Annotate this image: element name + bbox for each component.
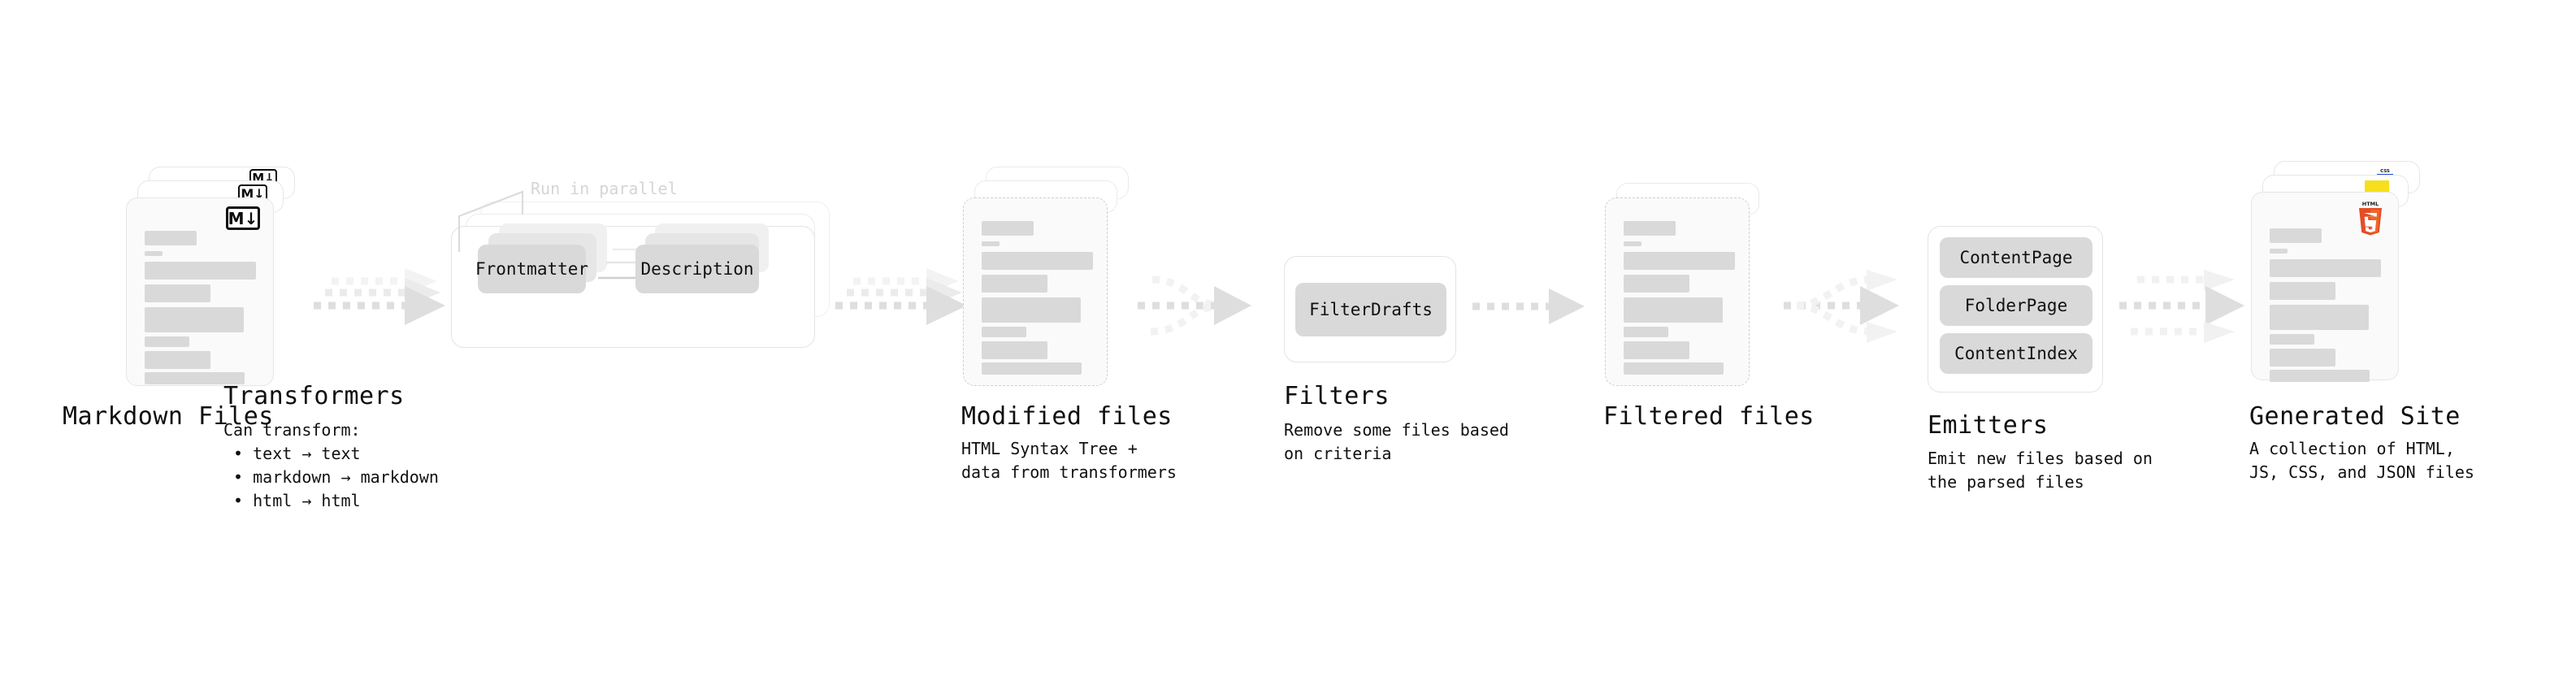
- stage-title-modified-files: Modified files: [961, 402, 1173, 431]
- skeleton-bar: [145, 307, 244, 332]
- connector-modified-to-filters: [1130, 268, 1284, 349]
- connector-filters-to-filtered: [1469, 287, 1599, 336]
- filter-pill-filterdrafts[interactable]: FilterDrafts: [1295, 283, 1446, 336]
- stage-title-filters: Filters: [1284, 382, 1390, 410]
- skeleton-bar: [2270, 370, 2370, 382]
- emitter-pill-folderpage[interactable]: FolderPage: [1940, 285, 2092, 326]
- skeleton-bar: [1624, 241, 1641, 246]
- transformer-pill-description[interactable]: Description: [635, 245, 759, 293]
- stage-title-transformers: Transformers: [223, 382, 405, 410]
- skeleton-bar: [1624, 362, 1724, 375]
- filtered-card-stack: [1605, 183, 1776, 402]
- skeleton-bar: [145, 336, 189, 347]
- connector-emitters-to-site: [2113, 268, 2259, 349]
- skeleton-bar: [1624, 341, 1689, 359]
- skeleton-bar: [145, 351, 210, 369]
- skeleton-bar: [1624, 275, 1689, 293]
- transformer-pill-frontmatter[interactable]: Frontmatter: [475, 245, 588, 293]
- stage-subtitle-modified-files: HTML Syntax Tree + data from transformer…: [961, 439, 1177, 482]
- skeleton-bar: [982, 275, 1047, 293]
- html5-badge: HTML: [2354, 199, 2387, 236]
- skeleton-bar: [982, 341, 1047, 359]
- skeleton-bar: [2270, 334, 2314, 345]
- skeleton-bar: [2270, 305, 2369, 330]
- transformers-annotation: Run in parallel: [531, 179, 678, 198]
- stage-title-markdown-files: Markdown Files: [63, 402, 274, 431]
- markdown-card-front: M↓: [126, 197, 274, 386]
- modified-card-stack: [963, 167, 1134, 386]
- connector-md-to-transformers: [307, 268, 453, 341]
- skeleton-bar: [2270, 259, 2381, 277]
- stage-filtered-files: Filtered files: [1603, 183, 1814, 431]
- skeleton-bar: [1624, 327, 1668, 337]
- skeleton-bar: [145, 231, 197, 245]
- filters-panel: FilterDrafts: [1284, 256, 1456, 362]
- stage-subtitle-generated-site: A collection of HTML, JS, CSS, and JSON …: [2249, 439, 2474, 482]
- connector-transformers-to-modified: [829, 268, 975, 341]
- stage-title-generated-site: Generated Site: [2249, 402, 2461, 431]
- stage-title-filtered-files: Filtered files: [1603, 402, 1815, 431]
- connector-filtered-to-emitters: [1776, 268, 1930, 349]
- modified-card-front: [963, 197, 1108, 386]
- emitter-pill-contentpage[interactable]: ContentPage: [1940, 237, 2092, 278]
- stage-subtitle-filters: Remove some files based on criteria: [1284, 420, 1509, 463]
- skeleton-bar: [2270, 349, 2335, 367]
- skeleton-bar: [145, 251, 163, 256]
- skeleton-bar: [982, 241, 1000, 246]
- emitter-pill-contentindex[interactable]: ContentIndex: [1940, 333, 2092, 374]
- skeleton-bar: [2270, 282, 2335, 300]
- skeleton-bar: [982, 252, 1093, 270]
- markdown-card-stack: M↓ M↓ M↓: [126, 167, 297, 386]
- site-card-stack: CSS HTML: [2251, 161, 2430, 388]
- js-badge: [2365, 180, 2389, 195]
- filtered-card-front: [1605, 197, 1750, 386]
- transformers-panel-front: Frontmatter Frontmatter Description Desc…: [451, 223, 815, 348]
- css-badge-text: CSS: [2380, 169, 2390, 174]
- skeleton-bar: [145, 372, 245, 384]
- skeleton-bar: [982, 327, 1026, 337]
- html5-badge-label: HTML: [2362, 201, 2379, 207]
- stage-markdown-files: M↓ M↓ M↓ Markdown Files: [63, 167, 297, 431]
- skeleton-bar: [982, 297, 1081, 323]
- skeleton-bar: [145, 284, 210, 302]
- skeleton-bar: [1624, 252, 1735, 270]
- stage-title-emitters: Emitters: [1928, 411, 2049, 440]
- skeleton-bar: [145, 262, 256, 280]
- skeleton-bar: [2270, 228, 2322, 243]
- skeleton-bar: [1624, 297, 1723, 323]
- stage-generated-site: CSS HTML: [2249, 161, 2474, 482]
- skeleton-bar: [2270, 249, 2288, 254]
- stage-subtitle-emitters: Emit new files based on the parsed files: [1928, 449, 2153, 492]
- stage-modified-files: Modified files HTML Syntax Tree + data f…: [961, 167, 1177, 482]
- markdown-badge-front: M↓: [226, 206, 260, 230]
- stage-subtitle-transformers: Can transform: • text → text • markdown …: [223, 420, 439, 510]
- emitters-panel: ContentPage FolderPage ContentIndex: [1928, 226, 2103, 393]
- skeleton-bar: [982, 221, 1034, 236]
- site-card-front: HTML: [2251, 192, 2399, 382]
- skeleton-bar: [982, 362, 1082, 375]
- skeleton-bar: [1624, 221, 1676, 236]
